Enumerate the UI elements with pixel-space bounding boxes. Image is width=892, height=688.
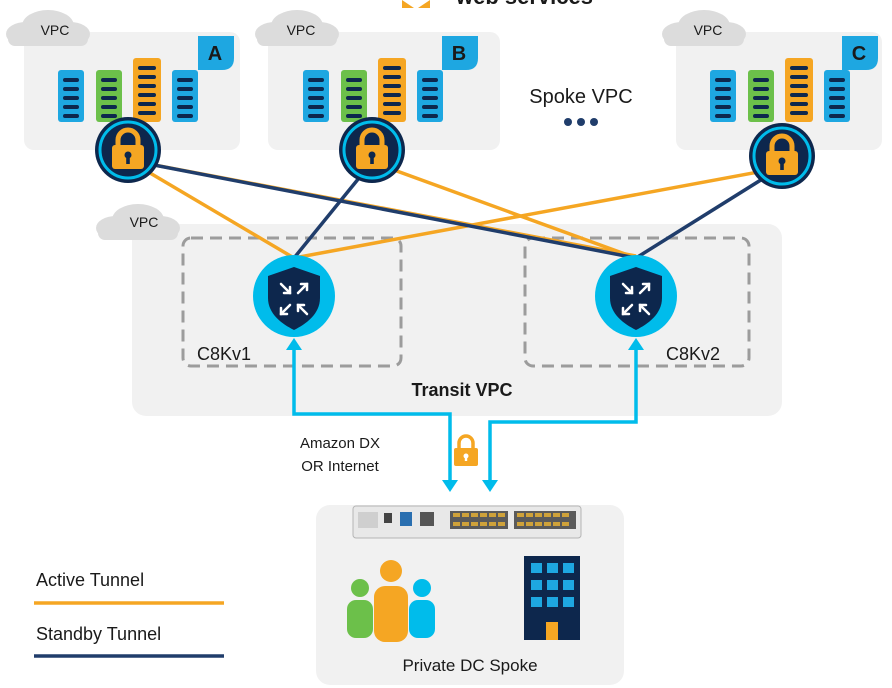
private-dc-label: Private DC Spoke — [402, 656, 537, 675]
vpc-a-badge: A — [198, 36, 234, 70]
dx-label-line2: OR Internet — [301, 458, 379, 475]
transit-vpc-title: Transit VPC — [411, 380, 512, 400]
c8kv2-router-icon[interactable] — [593, 253, 679, 339]
users-icon — [347, 560, 435, 642]
vpc-c-badge: C — [842, 36, 878, 70]
c8kv1-label: C8Kv1 — [197, 344, 251, 364]
transit-cloud-label: VPC — [130, 214, 159, 230]
svg-text:B: B — [452, 43, 466, 65]
dx-connection-paths — [292, 348, 638, 480]
ellipsis-icon — [564, 118, 598, 126]
c8kv2-label: C8Kv2 — [666, 344, 720, 364]
svg-text:A: A — [208, 43, 222, 65]
spoke-vpc-label: Spoke VPC — [529, 86, 632, 108]
c8kv1-dashed-box — [181, 236, 403, 368]
legend-standby-label: Standby Tunnel — [36, 624, 161, 644]
building-icon — [524, 556, 580, 640]
vpc-b-lock-icon — [339, 117, 405, 183]
vpc-c-lock-icon — [749, 123, 815, 189]
arrowhead-icons — [286, 338, 644, 492]
legend-active-label: Active Tunnel — [36, 570, 144, 590]
aws-logo-text: web services — [455, 0, 593, 9]
vpc-a-cloud-label: VPC — [41, 22, 70, 38]
c8kv1-router-icon[interactable] — [251, 253, 337, 339]
aws-logo: web services — [402, 0, 593, 9]
legend: Active Tunnel Standby Tunnel — [34, 570, 224, 658]
dx-label-line1: Amazon DX — [300, 435, 380, 452]
edge-router-device-icon[interactable] — [352, 505, 582, 539]
svg-text:C: C — [852, 43, 866, 65]
vpc-b-cloud-label: VPC — [287, 22, 316, 38]
dx-lock-icon — [454, 434, 478, 466]
vpc-c-cloud-label: VPC — [694, 22, 723, 38]
vpc-b-badge: B — [442, 36, 478, 70]
vpc-a-lock-icon — [95, 117, 161, 183]
